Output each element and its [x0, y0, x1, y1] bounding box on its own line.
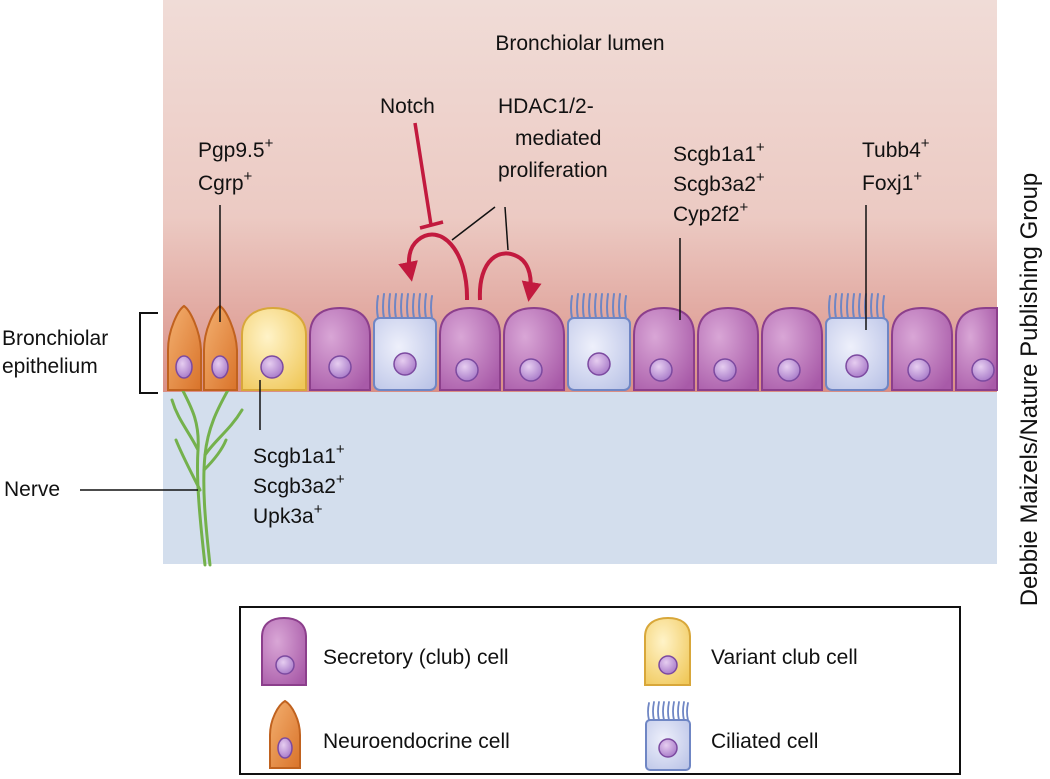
legend-box — [239, 606, 961, 775]
secretory-cell — [955, 307, 998, 391]
ciliated-cell — [567, 293, 631, 391]
hdac-label-line1: HDAC1/2- — [498, 95, 594, 118]
marker-club-scgb3a2: Scgb3a2+ — [673, 169, 765, 196]
ciliated-cell — [825, 293, 889, 391]
legend-variant-label: Variant club cell — [711, 646, 858, 669]
legend-neuroendocrine-icon — [269, 699, 301, 769]
ciliated-cell — [373, 293, 437, 391]
marker-variant-scgb3a2: Scgb3a2+ — [253, 471, 345, 498]
proliferation-arrow-left — [398, 232, 470, 301]
epithelium-cells — [167, 293, 998, 391]
epithelium-label-line1: Bronchiolar — [2, 327, 108, 350]
marker-foxj1: Foxj1+ — [862, 168, 922, 195]
legend-variant-icon — [644, 616, 691, 686]
legend-neuroendocrine-label: Neuroendocrine cell — [323, 730, 510, 753]
nerve-label: Nerve — [4, 478, 60, 501]
marker-variant-upk3a: Upk3a+ — [253, 501, 323, 528]
secretory-cell — [309, 306, 371, 391]
marker-club-cyp2f2: Cyp2f2+ — [673, 199, 749, 226]
secretory-cell — [761, 306, 823, 391]
marker-pgp95: Pgp9.5+ — [198, 135, 274, 162]
hdac-label-line3: proliferation — [498, 159, 608, 182]
secretory-cell — [439, 306, 501, 391]
hdac-label-line2: mediated — [515, 127, 601, 150]
marker-cgrp: Cgrp+ — [198, 168, 253, 195]
variant-club-cell — [241, 306, 307, 391]
marker-variant-scgb1a1: Scgb1a1+ — [253, 441, 345, 468]
secretory-cell — [697, 306, 759, 391]
epithelium-bracket — [139, 312, 158, 394]
neuroendocrine-cell — [167, 304, 202, 391]
legend-ciliated-icon — [645, 701, 691, 771]
legend-secretory-icon — [261, 616, 307, 686]
lumen-label: Bronchiolar lumen — [495, 32, 664, 55]
notch-inhibition-bar — [419, 220, 444, 230]
secretory-cell — [891, 306, 953, 391]
notch-inhibition-line — [413, 122, 433, 226]
notch-label: Notch — [380, 95, 435, 118]
epithelium-label-line2: epithelium — [2, 355, 98, 378]
legend-secretory-label: Secretory (club) cell — [323, 646, 509, 669]
legend-ciliated-label: Ciliated cell — [711, 730, 818, 753]
hdac-leader-left — [451, 206, 496, 241]
image-credit: Debbie Maizels/Nature Publishing Group — [1016, 172, 1043, 607]
secretory-cell — [633, 306, 695, 391]
proliferation-arrow-right — [477, 251, 542, 302]
marker-club-scgb1a1: Scgb1a1+ — [673, 139, 765, 166]
secretory-cell — [503, 306, 565, 391]
neuroendocrine-cell — [203, 304, 238, 391]
marker-tubb4: Tubb4+ — [862, 135, 930, 162]
nerve — [170, 383, 244, 567]
submucosa-area — [163, 392, 997, 564]
hdac-leader-right — [504, 206, 509, 251]
